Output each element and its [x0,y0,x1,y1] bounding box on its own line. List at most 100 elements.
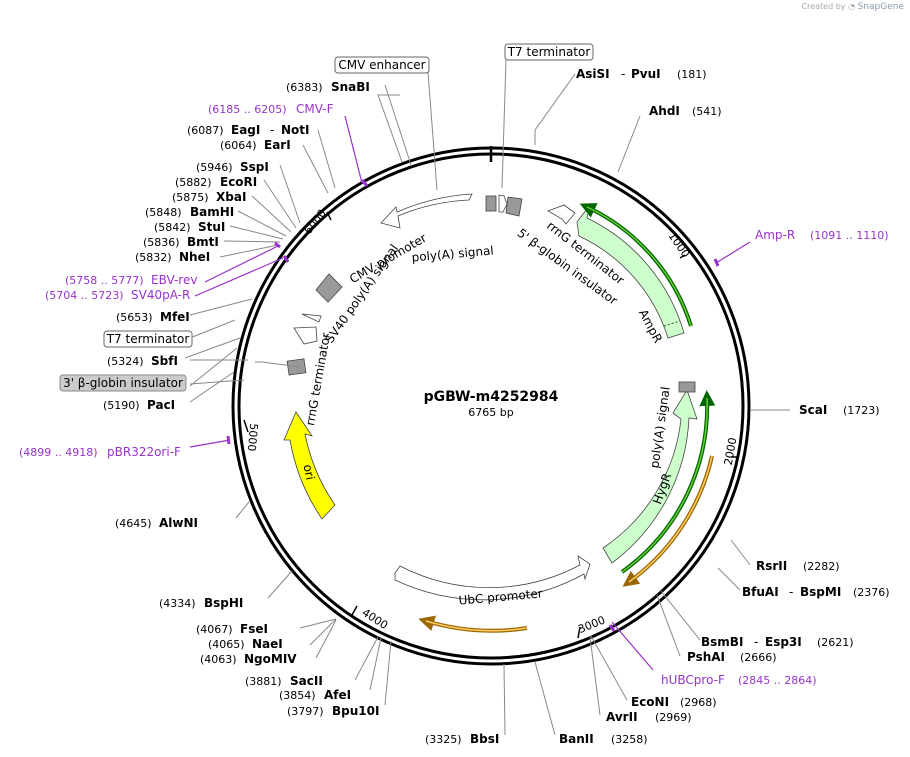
ampr-dotted-mark [663,320,681,327]
enzyme-pos: (181) [677,68,707,81]
enzyme-xbai[interactable]: (5875) XbaI [172,190,246,204]
snapgene-credit: Created by ◔ SnapGene [802,2,905,12]
enzyme-snabi[interactable]: (6383) SnaBI [286,80,370,94]
credit-prefix: Created by [801,2,846,11]
feature-label-polya-signal-top: poly(A) signal [411,243,494,264]
enzyme-name: ScaI [799,403,827,417]
enzyme-naei[interactable]: (4065) NaeI [208,637,283,651]
primer-ebv-rev[interactable]: (5758 .. 5777) EBV-rev [65,273,197,287]
enzyme-asisi-pvui[interactable]: AsiSI - PvuI (181) [576,67,707,81]
enzyme-name: NgoMIV [244,652,297,666]
enzyme-name: XbaI [216,190,246,204]
enzyme-eari[interactable]: (6064) EarI [220,138,291,152]
enzyme-econi[interactable]: EcoNI (2968) [631,695,717,709]
enzyme-pos: (4645) [115,517,152,530]
enzyme-pos: (2969) [655,711,692,724]
enzyme-name: BamHI [190,205,234,219]
enzyme-banii[interactable]: BanII (3258) [559,732,648,746]
enzyme-pos: (3854) [279,689,316,702]
primer-range: (1091 .. 1110) [810,229,889,242]
enzyme-sbfi[interactable]: (5324) SbfI [107,354,178,368]
enzyme-paci[interactable]: (5190) PacI [103,398,175,412]
boxed-label-3-beta-globin-insulator[interactable]: 3' β-globin insulator [59,374,187,392]
enzyme-pos: (2376) [853,586,890,599]
tick-label-5000: 5000 [245,423,260,452]
feature-rrng-terminator-right[interactable] [547,204,576,225]
boxed-label-t7-terminator-left[interactable]: T7 terminator [103,330,193,348]
enzyme-ngomiv[interactable]: (4063) NgoMIV [200,652,297,666]
enzyme-pos: (4067) [196,623,233,636]
enzyme-name2: PvuI [631,67,661,81]
enzyme-bsphi[interactable]: (4334) BspHI [159,596,243,610]
primer-leaders [189,115,751,671]
enzyme-pos: (3797) [287,705,324,718]
enzyme-name: NheI [179,250,210,264]
tick-mark-6000 [326,211,332,221]
enzyme-name: EagI [231,123,260,137]
enzyme-name: AhdI [649,104,680,118]
enzyme-eagi-noti[interactable]: (6087) EagI - NotI [187,123,310,137]
enzyme-pos: (5875) [172,191,209,204]
feature-small-arrow [498,194,508,213]
enzyme-name: SacII [290,674,323,688]
primer-amp-r[interactable]: Amp-R (1091 .. 1110) [755,228,889,242]
enzyme-fsei[interactable]: (4067) FseI [196,622,268,636]
tick-mark-4000 [351,605,358,616]
boxed-label-text: CMV enhancer [338,58,425,72]
enzyme-pos: (5653) [116,311,153,324]
enzyme-alwni[interactable]: (4645) AlwNI [115,516,198,530]
feature-cmv-promoter[interactable] [380,193,473,229]
enzyme-nhei[interactable]: (5832) NheI [135,250,210,264]
enzyme-sspi[interactable]: (5946) SspI [196,160,269,174]
feature-hygr[interactable] [602,389,698,564]
feature-5-beta-globin-insulator[interactable] [505,196,523,217]
enzyme-rsrii[interactable]: RsrII (2282) [756,559,840,573]
boxed-label-t7-terminator-top[interactable]: T7 terminator [504,43,594,61]
feature-sv40-polya-signal[interactable] [315,273,343,303]
enzyme-bsmbi-esp3i[interactable]: BsmBI - Esp3I (2621) [701,635,854,649]
enzyme-name: AlwNI [159,516,198,530]
boxed-labels: T7 terminator CMV enhancer T7 terminator… [59,43,594,392]
feature-polya-signal-right[interactable] [678,381,696,393]
enzyme-sacii[interactable]: (3881) SacII [245,674,323,688]
enzyme-pos: (541) [692,105,722,118]
enzyme-dash: - [621,67,625,81]
enzyme-pshai[interactable]: PshAI (2666) [687,650,777,664]
primer-hubcpro-f[interactable]: hUBCpro-F (2845 .. 2864) [661,673,817,687]
enzyme-ecori[interactable]: (5882) EcoRI [175,175,257,189]
tick-mark-1000 [679,254,686,259]
enzyme-pos: (2968) [680,696,717,709]
enzyme-dash: - [754,635,758,649]
enzyme-bamhi[interactable]: (5848) BamHI [145,205,234,219]
enzyme-bfuai-bspmi[interactable]: BfuAI - BspMI (2376) [742,585,890,599]
enzyme-afei[interactable]: (3854) AfeI [279,688,351,702]
enzyme-name: BfuAI [742,585,779,599]
enzyme-pos: (6087) [187,124,224,137]
enzyme-name: BsmBI [701,635,743,649]
enzyme-ahdi[interactable]: AhdI (541) [649,104,722,118]
enzyme-name: AsiSI [576,67,610,81]
enzyme-bpu10i[interactable]: (3797) Bpu10I [287,704,379,718]
enzyme-scai[interactable]: ScaI (1723) [799,403,880,417]
feature-polya-signal-top[interactable] [485,195,497,212]
primer-cmv-f[interactable]: (6185 .. 6205) CMV-F [208,102,334,116]
enzyme-stui[interactable]: (5842) StuI [154,220,225,234]
feature-rrng-terminator-left[interactable] [293,313,322,345]
enzyme-pos: (4065) [208,638,245,651]
feature-label-polya-signal-right: poly(A) signal [647,386,672,469]
enzyme-avrii[interactable]: AvrII (2969) [606,710,692,724]
boxed-label-cmv-enhancer[interactable]: CMV enhancer [334,56,430,74]
enzyme-name: MfeI [160,310,190,324]
feature-ori[interactable] [283,411,336,520]
primer-sv40pa-r[interactable]: (5704 .. 5723) SV40pA-R [45,288,190,302]
primer-pbr322ori-f[interactable]: (4899 .. 4918) pBR322ori-F [19,445,181,459]
primer-name: SV40pA-R [131,288,190,302]
primer-range: (6185 .. 6205) [208,103,287,116]
enzyme-name: EcoNI [631,695,669,709]
enzyme-bbsi[interactable]: (3325) BbsI [425,732,499,746]
enzyme-bmti[interactable]: (5836) BmtI [143,235,219,249]
feature-ubc-promoter[interactable] [394,555,591,601]
enzyme-mfei[interactable]: (5653) MfeI [116,310,190,324]
feature-ampr[interactable] [576,204,685,339]
